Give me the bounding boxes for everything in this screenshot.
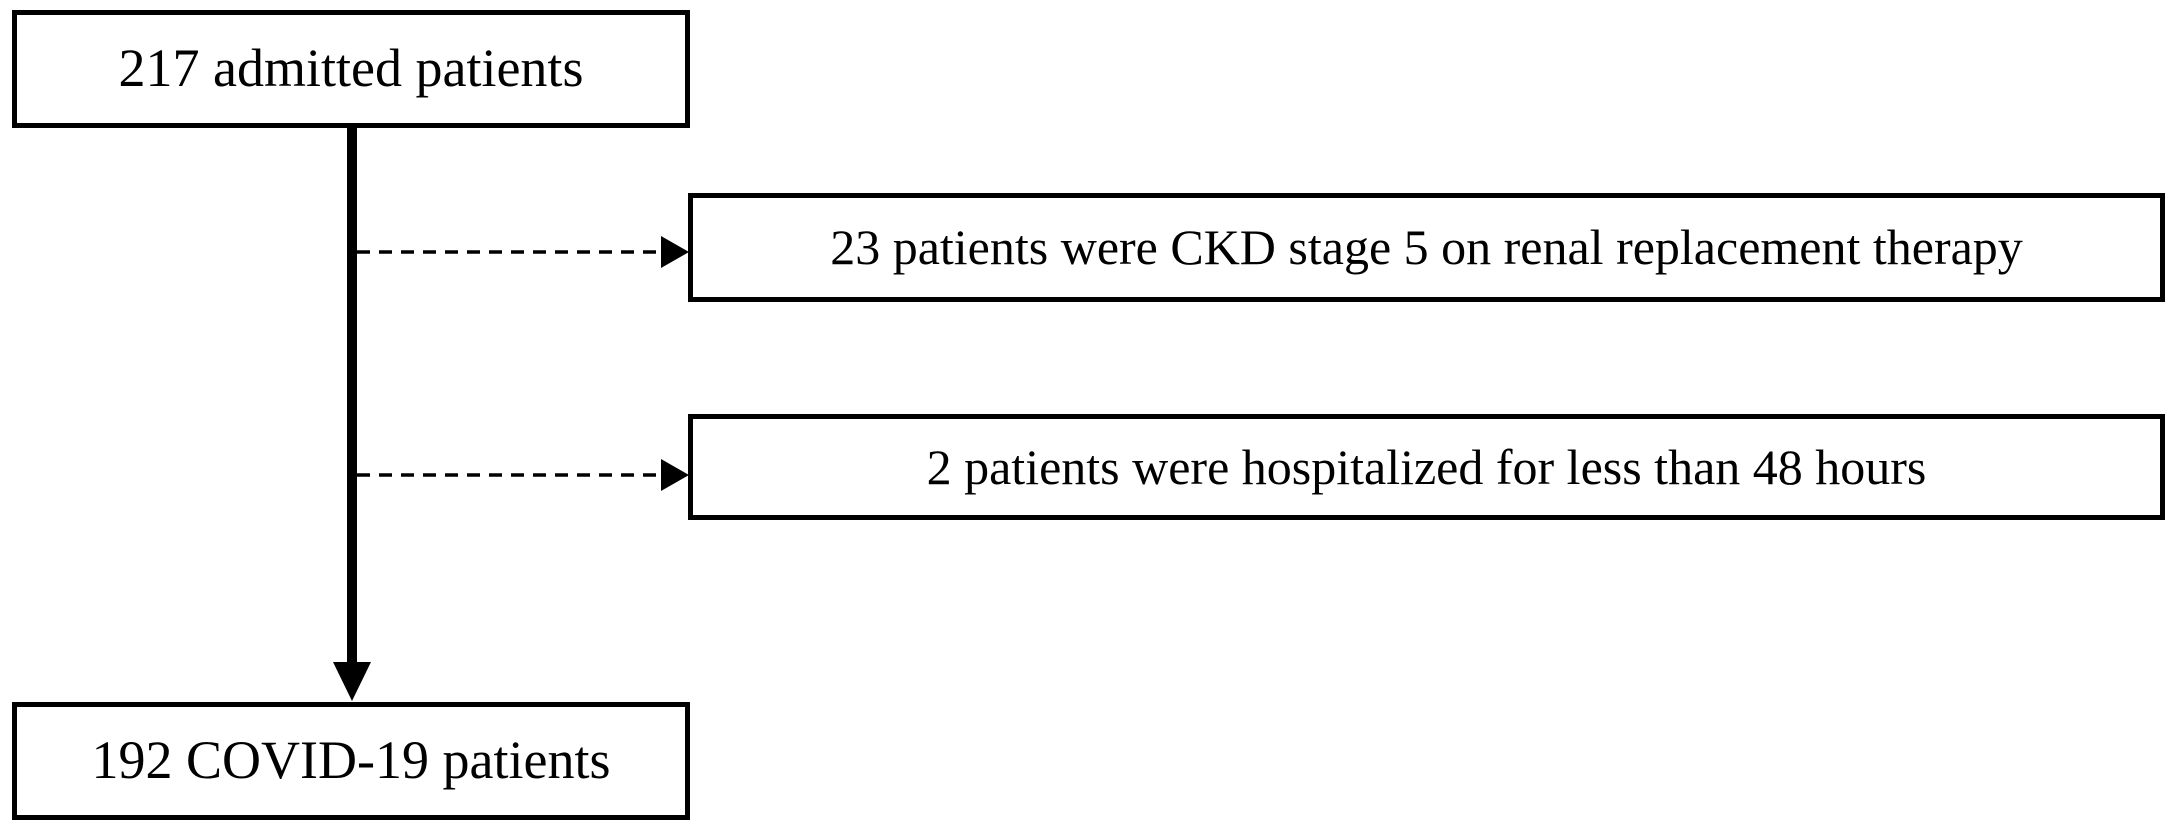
flow-box-excluded-short-stay: 2 patients were hospitalized for less th… xyxy=(688,414,2165,520)
flow-box-covid-patients: 192 COVID-19 patients xyxy=(12,702,690,820)
dashed-arrowhead-right-icon-short-stay xyxy=(661,459,689,491)
flow-box-admitted-label: 217 admitted patients xyxy=(118,38,584,99)
flow-box-excluded-ckd-label: 23 patients were CKD stage 5 on renal re… xyxy=(830,219,2023,275)
flow-box-excluded-short-stay-label: 2 patients were hospitalized for less th… xyxy=(926,438,1927,495)
dashed-arrowhead-right-icon-ckd xyxy=(661,236,689,268)
flow-box-excluded-ckd: 23 patients were CKD stage 5 on renal re… xyxy=(688,193,2165,302)
solid-arrowhead-down-icon xyxy=(333,662,371,701)
flow-box-admitted: 217 admitted patients xyxy=(12,10,690,128)
flow-box-covid-patients-label: 192 COVID-19 patients xyxy=(91,730,611,791)
